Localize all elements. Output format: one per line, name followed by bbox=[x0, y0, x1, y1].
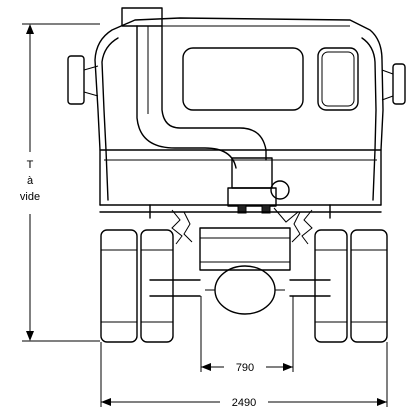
height-label-line2: à bbox=[27, 175, 34, 187]
right-mirror bbox=[381, 63, 406, 105]
right-rear-wheels bbox=[314, 229, 388, 343]
inner-width-dimension bbox=[200, 296, 294, 372]
inner-width-label: 790 bbox=[236, 362, 254, 374]
height-label-line1: T bbox=[27, 159, 34, 171]
filter-unit bbox=[227, 157, 299, 223]
overall-width-dimension bbox=[100, 342, 388, 407]
air-intake-pipe bbox=[121, 7, 267, 169]
overall-width-label: 2490 bbox=[232, 397, 256, 407]
height-label-line3: vide bbox=[20, 191, 40, 203]
height-dimension bbox=[22, 23, 100, 342]
rear-windows bbox=[182, 47, 359, 111]
chassis bbox=[99, 204, 382, 315]
cab-body bbox=[94, 17, 384, 206]
left-mirror bbox=[67, 55, 99, 105]
left-rear-wheels bbox=[100, 229, 174, 343]
